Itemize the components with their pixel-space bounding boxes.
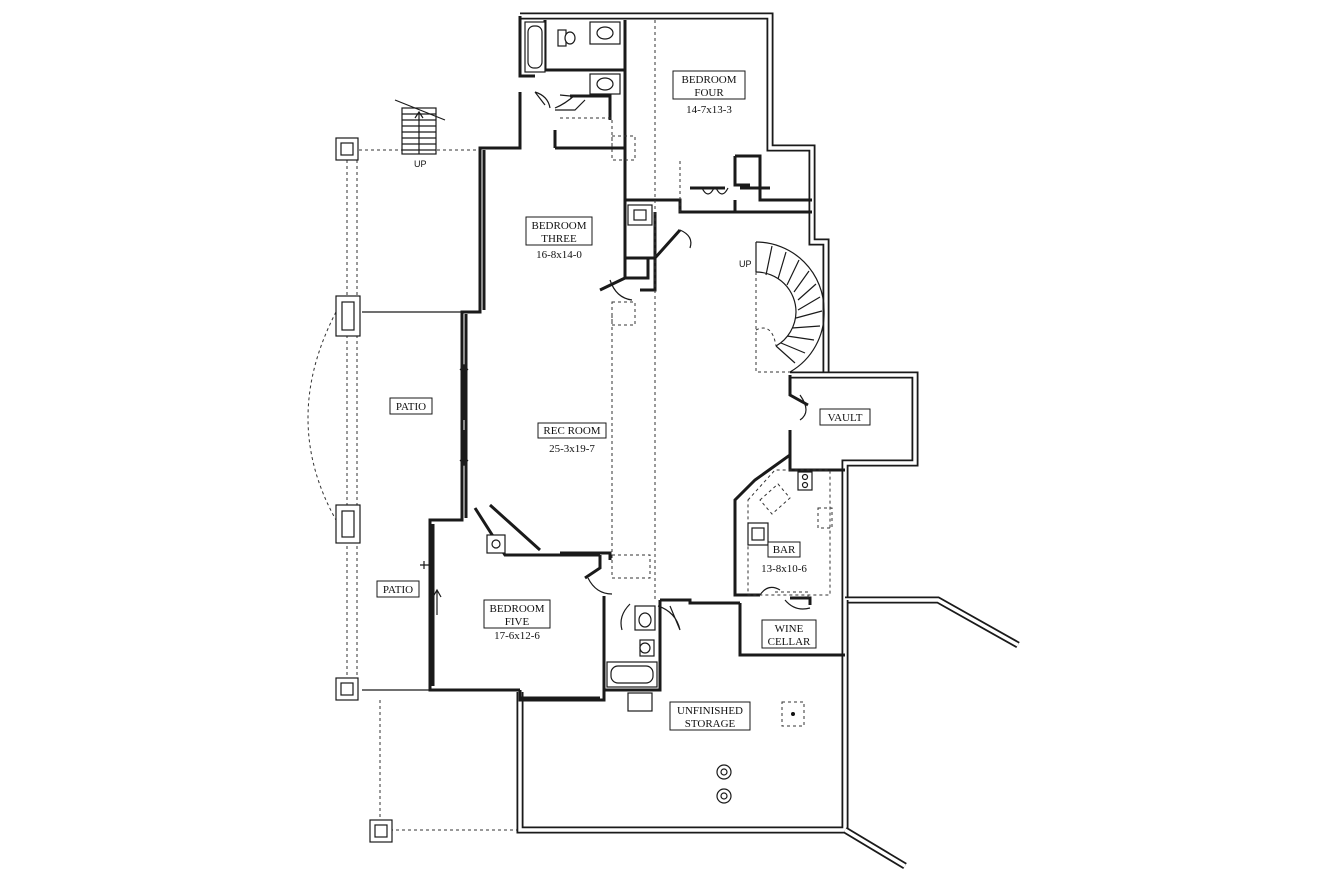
label-bar: BAR 13-8x10-6	[761, 541, 807, 575]
bar-cooktop	[797, 471, 813, 491]
bar-sink	[747, 522, 769, 546]
svg-text:BEDROOM: BEDROOM	[681, 74, 736, 86]
exterior-stair: UP	[394, 99, 446, 169]
column-3	[335, 504, 361, 544]
fixtures	[420, 21, 833, 804]
sink-upper-2	[589, 73, 621, 95]
bathtub-upper	[524, 21, 546, 73]
laundry-sink	[486, 534, 506, 554]
svg-text:PATIO: PATIO	[383, 584, 413, 596]
label-rec-room: REC ROOM 25-3x19-7	[537, 422, 607, 455]
column-5	[369, 819, 393, 843]
spiral-staircase: UP	[739, 241, 825, 373]
toilet-upper	[557, 29, 576, 47]
label-vault: VAULT	[819, 408, 871, 426]
vanity-lower	[627, 692, 653, 712]
column-2	[335, 295, 361, 337]
svg-text:THREE: THREE	[541, 233, 577, 245]
svg-text:13-8x10-6: 13-8x10-6	[761, 563, 807, 575]
svg-text:CELLAR: CELLAR	[768, 636, 811, 648]
svg-text:FOUR: FOUR	[694, 87, 724, 99]
svg-text:BEDROOM: BEDROOM	[531, 220, 586, 232]
label-bedroom-four: BEDROOM FOUR 14-7x13-3	[672, 70, 746, 116]
water-heater-1	[716, 764, 732, 780]
column-4	[335, 677, 359, 701]
foundation-walls	[428, 12, 1020, 870]
interior-partitions	[473, 20, 845, 702]
svg-text:VAULT: VAULT	[828, 412, 863, 424]
svg-text:UNFINISHED: UNFINISHED	[677, 705, 743, 717]
column-1	[335, 137, 359, 161]
spiral-stair-up-label: UP	[739, 259, 752, 269]
label-bedroom-five: BEDROOM FIVE 17-6x12-6	[483, 599, 551, 642]
toilet-lower	[634, 605, 656, 657]
svg-text:BEDROOM: BEDROOM	[489, 603, 544, 615]
svg-text:FIVE: FIVE	[505, 616, 530, 628]
label-bedroom-three: BEDROOM THREE 16-8x14-0	[525, 216, 593, 261]
water-heater-2	[716, 788, 732, 804]
svg-text:17-6x12-6: 17-6x12-6	[494, 630, 540, 642]
svg-text:REC ROOM: REC ROOM	[543, 425, 600, 437]
svg-text:16-8x14-0: 16-8x14-0	[536, 249, 582, 261]
exterior-stair-up-label: UP	[414, 159, 427, 169]
bathtub-lower	[606, 661, 658, 688]
svg-text:PATIO: PATIO	[396, 401, 426, 413]
label-patio-lower: PATIO	[376, 580, 420, 598]
svg-text:BAR: BAR	[773, 544, 796, 556]
patio-structure	[307, 137, 518, 843]
sump-pit	[781, 701, 805, 727]
svg-text:WINE: WINE	[775, 623, 804, 635]
svg-text:14-7x13-3: 14-7x13-3	[686, 104, 732, 116]
label-unfinished-storage: UNFINISHED STORAGE	[669, 701, 751, 731]
sink-half-bath	[627, 204, 653, 226]
sink-upper-1	[589, 21, 621, 45]
label-patio-upper: PATIO	[389, 397, 433, 415]
svg-text:STORAGE: STORAGE	[685, 718, 736, 730]
svg-text:25-3x19-7: 25-3x19-7	[549, 443, 595, 455]
label-wine-cellar: WINE CELLAR	[761, 619, 817, 649]
